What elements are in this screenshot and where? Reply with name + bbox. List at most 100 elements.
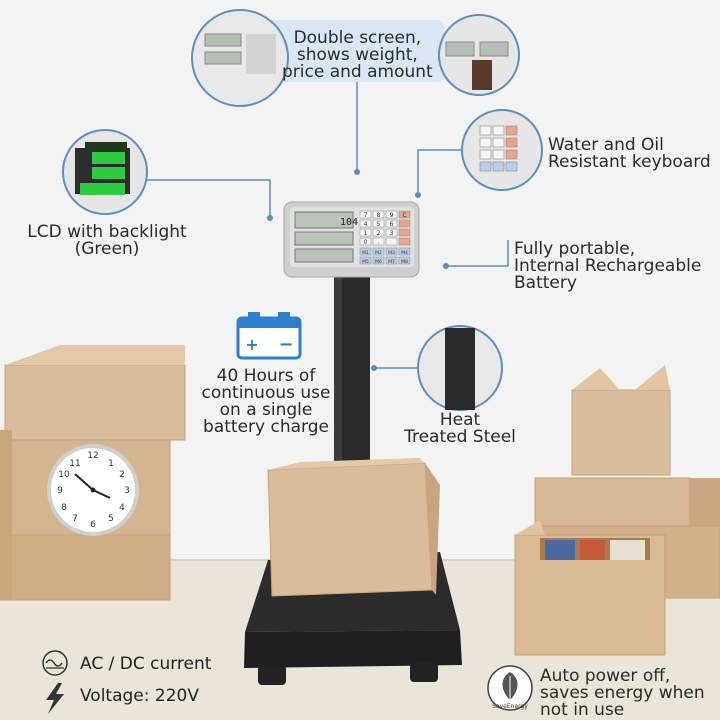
svg-text:4: 4 [119,503,125,513]
label-line: Resistant keyboard [548,152,711,172]
keypad-key [385,210,398,219]
label-line: shows weight, [296,45,418,65]
label-line: (Green) [74,239,140,259]
keypad-key [372,228,385,237]
keypad-key-label: . [378,239,380,246]
keypad-key-label: 4 [364,221,368,228]
svg-text:8: 8 [61,503,67,513]
label-line: price and amount [282,62,433,82]
label-line: continuous use [201,383,331,403]
label-line: Double screen, [293,28,422,48]
memory-key-label: M5 [362,259,369,265]
memory-key-label: M7 [388,259,395,265]
keypad-key [372,237,385,246]
feature-voltage: Voltage: 220V [80,686,199,706]
callout-lcd [62,129,273,221]
keypad-key-label: 0 [364,239,368,246]
keypad-key [372,210,385,219]
svg-text:12: 12 [87,451,98,461]
right-box-stack [514,365,720,656]
voltage-label: Voltage: 220V [80,686,199,706]
label-double-screen: Double screen, shows weight, price and a… [282,30,433,81]
keypad-key [385,237,398,246]
label-portable: Fully portable, Internal Rechargeable Ba… [514,241,701,292]
memory-key-label: M2 [375,250,382,256]
label-lcd: LCD with backlight (Green) [22,224,192,258]
keypad-key-label: C [402,212,406,219]
ac-dc-label: AC / DC current [80,654,212,674]
callout-keyboard [415,109,543,198]
keypad-key-label: 1 [364,230,368,237]
svg-text:6: 6 [90,520,96,530]
memory-key [385,247,398,256]
memory-key [398,247,411,256]
callout-portable [443,240,509,269]
label-line: Treated Steel [404,427,516,447]
lightning-icon [46,683,64,714]
memory-key [359,247,372,256]
scale [244,272,462,685]
svg-text:11: 11 [69,459,80,469]
label-line: Heat [439,410,481,430]
svg-text:9: 9 [57,486,63,496]
memory-key [398,256,411,265]
memory-key [359,256,372,265]
svg-text:3: 3 [124,486,130,496]
keypad-key-label: 6 [390,221,394,228]
label-keyboard: Water and Oil Resistant keyboard [548,137,711,171]
keypad-key [372,219,385,228]
memory-key [372,256,385,265]
keypad-key-label: 8 [377,212,381,219]
label-line: Auto power off, [540,666,671,686]
svg-text:+: + [245,335,258,354]
memory-key-label: M8 [401,259,408,265]
left-box-stack [0,345,186,601]
label-line: LCD with backlight [27,222,187,242]
ac-dc-icon [42,650,68,676]
svg-text:2: 2 [119,470,125,480]
keypad-key-label: 5 [377,221,381,228]
label-auto-power: Auto power off, saves energy when not in… [540,668,705,719]
scale-reading: 104 [340,217,358,228]
label-line: not in use [540,700,625,720]
feature-ac-dc: AC / DC current [80,654,211,674]
svg-text:5: 5 [108,514,114,524]
save-energy-label: SaveEnergy [492,703,528,710]
memory-key-label: M4 [401,250,408,256]
keypad-key [385,219,398,228]
keypad-key-label: 9 [390,212,394,219]
memory-key-label: M1 [362,250,369,256]
label-line: saves energy when [540,683,705,703]
svg-text:−: − [278,334,293,355]
label-battery-hours: 40 Hours of continuous use on a single b… [196,368,336,436]
save-energy-badge: SaveEnergy [487,665,533,711]
memory-key [385,256,398,265]
label-line: Battery [514,273,577,293]
keypad-key [398,228,411,237]
memory-key [372,247,385,256]
label-line: on a single [219,400,313,420]
svg-text:10: 10 [58,470,70,480]
keypad-key [359,228,372,237]
callout-steel [371,325,503,411]
keypad-key [385,228,398,237]
keypad-key-label: 7 [364,212,368,219]
keypad-key [359,237,372,246]
battery-icon: + − [236,312,302,360]
memory-key-label: M6 [375,259,382,265]
label-line: Fully portable, [514,239,636,259]
keypad-key-label: 3 [390,230,394,237]
label-line: battery charge [203,417,329,437]
keypad-key [398,219,411,228]
label-steel: Heat Treated Steel [398,412,522,446]
memory-key-label: M3 [388,250,395,256]
callout-double-screen [191,9,520,175]
svg-text:1: 1 [108,459,114,469]
label-line: 40 Hours of [216,366,316,386]
keypad-key [359,219,372,228]
keypad-key [359,210,372,219]
svg-text:7: 7 [72,514,78,524]
